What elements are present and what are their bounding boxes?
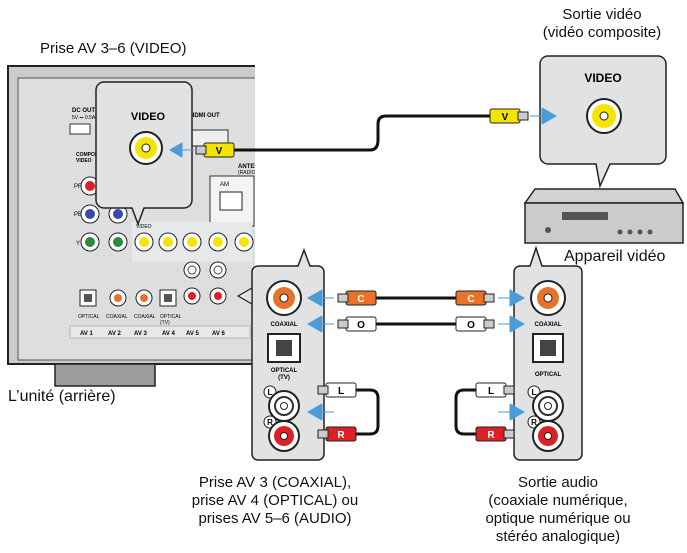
dc-out-label: DC OUT [72,108,95,114]
analog-arrow-left [306,403,334,421]
analog-r-plug-left-label: R [337,430,345,441]
caption-receiver-audio-line2: prise AV 4 (OPTICAL) ou [191,492,359,509]
optical-plug-right-label: O [467,320,475,331]
antenna-label: ANTENNA [238,164,268,170]
analog-l-plug-right-label: L [488,386,494,397]
device-coaxial-label: COAXIAL [535,322,562,328]
caption-audio-output-line1: Sortie audio [517,474,599,491]
analog-l-plug-left-label: L [338,386,344,397]
video-row-label: VIDEO [136,224,152,230]
video-plug-left-label: V [216,146,223,157]
device-video-callout: VIDEO [539,55,667,189]
device-video-label: VIDEO [584,71,621,85]
caption-audio-output-line4: stéréo analogique) [495,528,621,545]
device-r-marker: R [531,418,537,427]
av5-label: AV 5 [186,331,200,337]
coaxial-av3-label: COAXIAL [134,314,156,320]
caption-receiver-audio-line1: Prise AV 3 (COAXIAL), [198,474,352,491]
receiver-audio-panel: COAXIAL OPTICAL (TV) L R [236,247,325,461]
caption-audio-output-line3: optique numérique ou [485,510,631,527]
component-label: COMPONENT [76,152,109,158]
video-device [523,188,685,244]
caption-video-output-line1: Sortie vidéo [562,6,642,23]
coaxial-arrow-left [306,289,334,307]
coaxial-arrow-right [498,289,526,307]
av6-label: AV 6 [212,331,226,337]
caption-video-device: Appareil vidéo [564,248,666,265]
video-cable: V V [195,108,529,158]
receiver-optical-label: OPTICAL [271,368,298,374]
analog-arrow-right [498,403,526,421]
caption-audio-output-line2: (coaxiale numérique, [488,492,628,509]
analog-cable: L R L R [317,382,515,442]
optical-av4-label: OPTICAL [160,314,182,320]
optical-plug-left-label: O [357,320,365,331]
radio-label: (RADIO) [238,170,258,176]
video-plug-right-label: V [502,112,509,123]
caption-video-output: Sortie vidéo (vidéo composite) [522,6,682,42]
optical-arrow-left [306,315,334,333]
coaxial-plug-right-label: C [467,294,474,305]
component-video-label: VIDEO [76,158,92,164]
device-l-marker: L [532,388,537,397]
av3-label: AV 3 [134,331,148,337]
video-arrow-left [169,142,194,158]
y-label: Y [76,241,80,247]
av4-label: AV 4 [162,331,176,337]
optical-arrow-right [498,315,526,333]
caption-audio-output: Sortie audio (coaxiale numérique, optiqu… [448,474,668,546]
dc-spec-label: 5V ⎓ 0.5A [72,115,96,121]
caption-video-output-line2: (vidéo composite) [542,24,662,41]
caption-receiver-audio-jacks: Prise AV 3 (COAXIAL), prise AV 4 (OPTICA… [150,474,400,528]
optical-av4-tv-label: (TV) [160,320,170,326]
pb-label: PB [74,212,82,218]
receiver-optical-tv-label: (TV) [278,375,290,381]
receiver-l-marker: L [268,388,273,397]
hdmi-out-label: HDMI OUT [190,113,220,119]
receiver-coaxial-label: COAXIAL [271,322,298,328]
video-arrow-right [530,107,558,125]
caption-receiver-video-jack: Prise AV 3–6 (VIDEO) [40,40,187,57]
av1-label: AV 1 [80,331,94,337]
av2-label: AV 2 [108,331,122,337]
device-optical-label: OPTICAL [535,372,562,378]
optical-cable: O O [337,316,495,332]
caption-receiver-audio-line3: prises AV 5–6 (AUDIO) [198,510,352,527]
receiver-video-callout: VIDEO [95,81,193,227]
receiver-r-marker: R [267,418,273,427]
pr-label: PR [74,184,83,190]
coaxial-plug-left-label: C [357,294,364,305]
am-label: AM [220,182,229,188]
coaxial-av2-label: COAXIAL [106,314,128,320]
optical-av1-label: OPTICAL [78,314,100,320]
analog-r-plug-right-label: R [487,430,495,441]
device-audio-panel: COAXIAL OPTICAL L R [513,245,583,461]
coaxial-cable: C C [337,290,495,306]
caption-unit-rear: L’unité (arrière) [8,388,116,405]
receiver-video-label: VIDEO [131,111,166,123]
